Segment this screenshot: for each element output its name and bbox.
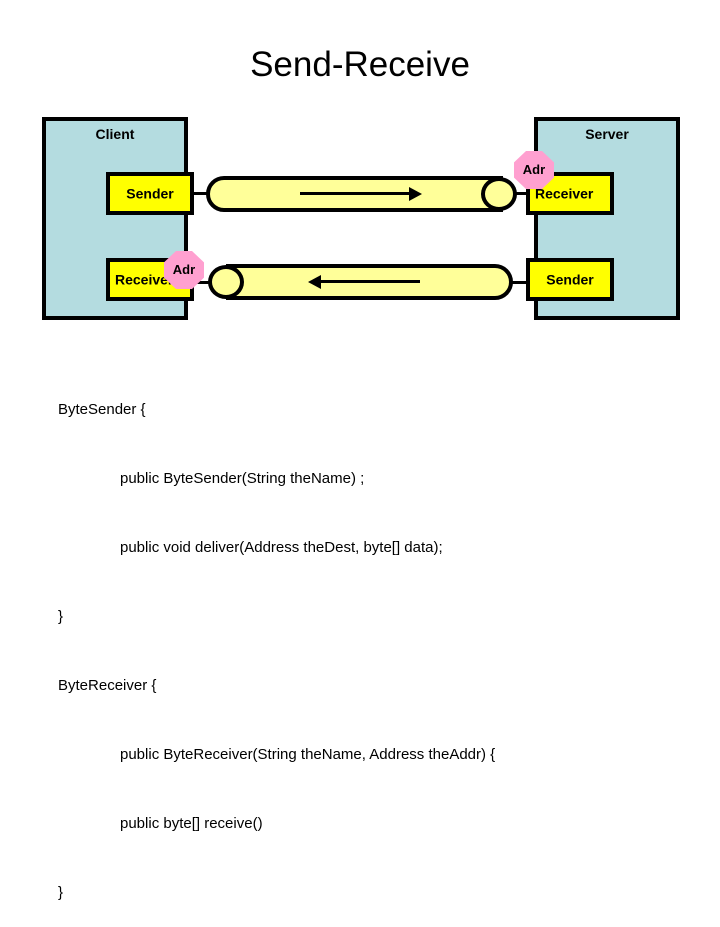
code-line: ByteReceiver { xyxy=(58,677,157,694)
page-title: Send-Receive xyxy=(250,45,470,84)
server-label: Server xyxy=(585,126,629,142)
server-address-octagon-inner xyxy=(517,154,551,186)
bottom-connector-stub-right xyxy=(509,281,530,284)
client-label: Client xyxy=(95,126,135,142)
bottom-connector-arrow-shaft xyxy=(320,280,420,283)
bottom-connector-socket-icon xyxy=(208,265,244,299)
server-receiver-label: Receiver xyxy=(535,185,594,201)
code-line: public ByteSender(String theName) ; xyxy=(120,470,365,487)
bottom-connector-arrow-head-icon xyxy=(308,275,321,289)
top-connector-arrow-shaft xyxy=(300,192,412,195)
top-connector-arrow-head-icon xyxy=(409,187,422,201)
code-line: } xyxy=(58,608,64,625)
code-line: ByteSender { xyxy=(58,401,146,418)
client-address-octagon: Adr xyxy=(164,251,204,289)
code-line: } xyxy=(58,884,64,901)
code-line: public ByteReceiver(String theName, Addr… xyxy=(120,746,496,763)
code-block: ByteSender { public ByteSender(String th… xyxy=(58,352,698,927)
client-sender-label: Sender xyxy=(126,185,174,201)
bottom-connector-stub-left xyxy=(193,281,215,284)
code-line: public void deliver(Address theDest, byt… xyxy=(120,539,443,556)
top-connector-stub-left xyxy=(193,192,210,195)
top-connector-socket-icon xyxy=(481,177,517,211)
server-address-octagon: Adr xyxy=(514,151,554,189)
server-address-label: Adr xyxy=(522,162,546,177)
client-address-label: Adr xyxy=(172,262,196,277)
code-line: public byte[] receive() xyxy=(120,815,263,832)
top-connector-stub-right xyxy=(508,192,530,195)
send-receive-diagram: Client Sender Receiver Adr Server Receiv… xyxy=(0,0,720,345)
client-sender-box[interactable]: Sender xyxy=(106,172,194,215)
server-sender-box[interactable]: Sender xyxy=(526,258,614,301)
server-sender-label: Sender xyxy=(546,271,594,287)
client-receiver-label: Receiver xyxy=(115,271,174,287)
client-address-octagon-inner xyxy=(167,254,201,286)
